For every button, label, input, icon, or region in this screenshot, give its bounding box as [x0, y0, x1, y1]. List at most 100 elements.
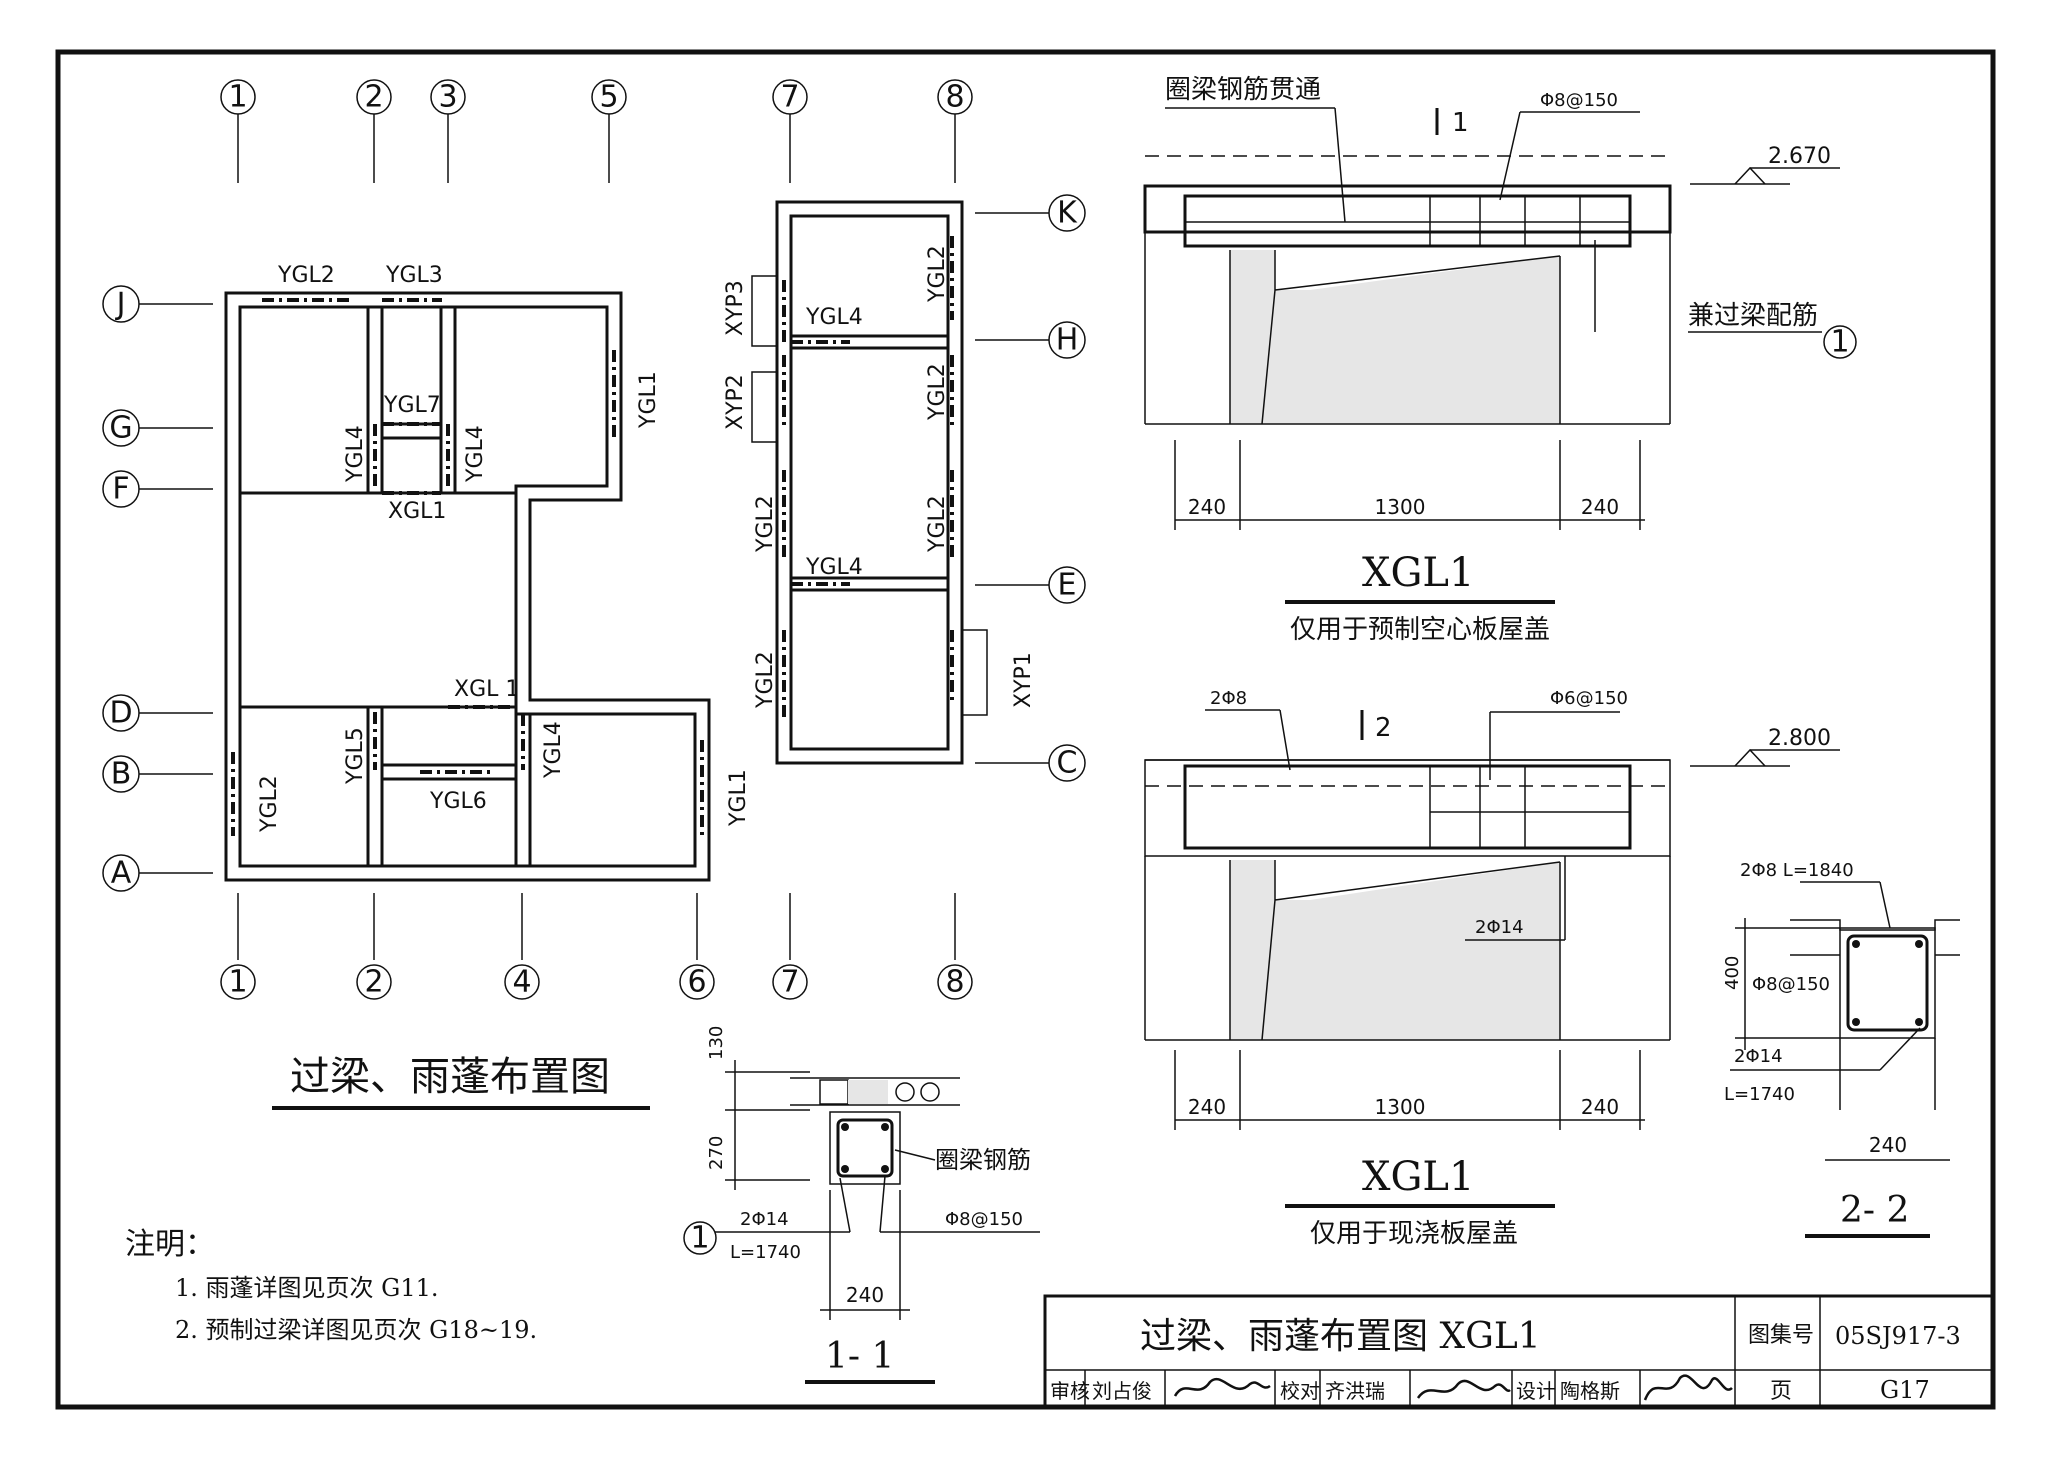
page-number: G17	[1880, 1376, 1930, 1404]
axis-rows-right: K H E C	[975, 194, 1086, 782]
designer-signature	[1643, 1374, 1733, 1401]
atlas-number: 05SJ917-3	[1835, 1322, 1961, 1350]
plan-title: 过梁、雨蓬布置图	[290, 1054, 610, 1100]
rebar-label: 2Φ8 L=1840	[1740, 860, 1854, 881]
canopy-label: XYP1	[1011, 652, 1036, 708]
axis-label: H	[1056, 323, 1079, 358]
axis-label: 4	[512, 965, 531, 1000]
detail-label: 圈梁钢筋贯通	[1165, 75, 1321, 105]
axis-rows-left: J G F D B A	[102, 285, 213, 892]
lintel-label: YGL6	[429, 789, 487, 814]
stirrup-label: Φ8@150	[1540, 90, 1618, 111]
dim: 130	[706, 1026, 727, 1060]
dim: 240	[1581, 1095, 1619, 1119]
axis-label: 3	[438, 80, 457, 115]
sheet-border	[55, 49, 1996, 1410]
title-block: 过梁、雨蓬布置图 XGL1 图集号 05SJ917-3 审核 刘占俊 校对 齐洪…	[1043, 1294, 1995, 1409]
lintel-label: YGL2	[277, 263, 335, 288]
axis-label: B	[111, 757, 132, 792]
canopy-label: XYP2	[723, 374, 748, 430]
sheet-title: 过梁、雨蓬布置图 XGL1	[1140, 1316, 1541, 1357]
lintel-label: XGL 1	[454, 677, 519, 702]
dim: 400	[1722, 956, 1743, 990]
axis-label: C	[1057, 746, 1078, 781]
axis-top-left: 1 2 3 5	[220, 79, 627, 183]
lintel-label: YGL2	[925, 245, 950, 303]
axis-label: 1	[228, 965, 247, 1000]
check-label: 校对	[1280, 1379, 1320, 1403]
xgl1-prefab-detail: 圈梁钢筋贯通 Φ8@150 1 1 2.670 兼过梁配筋 1	[1143, 75, 1857, 645]
lintel-label: YGL2	[925, 363, 950, 421]
rebar-label: 2Φ14	[740, 1209, 789, 1230]
canopy-label: XYP3	[723, 280, 748, 336]
section-1-1: 130 270 圈梁钢筋 2Φ14 L=1740 1 Φ8@150 240 1-…	[683, 1026, 1040, 1384]
rebar-label: 2Φ14	[1734, 1046, 1783, 1067]
lintel-label: YGL1	[726, 769, 751, 827]
lintel-marks	[231, 298, 704, 836]
stirrup-label: Φ8@150	[945, 1209, 1023, 1230]
lintel-label: YGL4	[343, 425, 368, 483]
axis-label: J	[115, 287, 126, 322]
dim: 240	[1581, 495, 1619, 519]
axis-label: 8	[945, 80, 964, 115]
notes: 注明： 1. 雨蓬详图见页次 G11. 2. 预制过梁详图见页次 G18~19.	[125, 1227, 537, 1344]
section-mark: 1	[1452, 108, 1469, 138]
axis-label: F	[112, 472, 129, 507]
lintel-label: YGL4	[805, 305, 863, 330]
dim: 270	[706, 1136, 727, 1170]
axis-label: 2	[364, 965, 383, 1000]
designer-name: 陶格斯	[1560, 1379, 1620, 1403]
callout: 1	[1830, 325, 1849, 360]
lintel-label: YGL7	[383, 393, 441, 418]
note-item: 2. 预制过梁详图见页次 G18~19.	[175, 1316, 537, 1344]
lintel-label: XGL1	[388, 499, 446, 524]
reviewer-name: 刘占俊	[1092, 1379, 1152, 1403]
dim: 240	[1188, 495, 1226, 519]
plan-right: 7 8 7 8 K H E	[723, 79, 1086, 1000]
axis-label: G	[109, 411, 132, 446]
note-item: 1. 雨蓬详图见页次 G11.	[175, 1274, 439, 1302]
detail-subtitle: 仅用于现浇板屋盖	[1310, 1219, 1518, 1249]
design-label: 设计	[1516, 1379, 1556, 1403]
dim: 240	[846, 1283, 884, 1307]
detail-title: XGL1	[1362, 550, 1474, 596]
notes-heading: 注明：	[125, 1227, 215, 1262]
rebar-label: 2Φ14	[1475, 917, 1524, 938]
stirrup-label: Φ6@150	[1550, 688, 1628, 709]
axis-label: D	[109, 696, 132, 731]
review-label: 审核	[1050, 1379, 1090, 1403]
axis-bottom-left: 1 2 4 6	[220, 893, 715, 1000]
axis-label: 5	[599, 80, 618, 115]
axis-label: 8	[945, 965, 964, 1000]
lintel-label: YGL2	[925, 495, 950, 553]
axis-label: 7	[780, 965, 799, 1000]
dim: 1300	[1375, 495, 1426, 519]
axis-label: 6	[687, 965, 706, 1000]
rebar-label: 2Φ8	[1210, 688, 1247, 709]
lintel-label: YGL4	[805, 555, 863, 580]
dim: 1300	[1375, 1095, 1426, 1119]
detail-label: 兼过梁配筋	[1688, 301, 1818, 331]
axis-label: 1	[228, 80, 247, 115]
stirrup-label: Φ8@150	[1752, 974, 1830, 995]
axis-label: A	[111, 856, 132, 891]
atlas-label: 图集号	[1748, 1323, 1814, 1348]
rebar-length: L=1740	[730, 1242, 801, 1263]
detail-label: 圈梁钢筋	[935, 1146, 1031, 1174]
elevation-label: 2.800	[1768, 726, 1831, 751]
detail-subtitle: 仅用于预制空心板屋盖	[1290, 615, 1550, 645]
section-2-2: 2Φ8 L=1840 400 Φ8@150 2Φ14 L=1740 240 2-…	[1722, 860, 1960, 1238]
dim: 240	[1869, 1133, 1907, 1157]
lintel-label: YGL3	[385, 263, 443, 288]
detail-title: XGL1	[1362, 1154, 1474, 1200]
axis-label: K	[1057, 196, 1078, 231]
dim: 240	[1188, 1095, 1226, 1119]
xgl1-cast-detail: 2Φ8 Φ6@150 2 2 2Φ14 2.800	[1144, 688, 1840, 1249]
lintel-label: YGL1	[636, 371, 661, 429]
lintel-label: YGL2	[753, 495, 778, 553]
page-label: 页	[1770, 1379, 1792, 1404]
checker-name: 齐洪瑞	[1325, 1379, 1385, 1403]
axis-label: E	[1058, 568, 1077, 603]
lintel-label: YGL4	[541, 721, 566, 779]
